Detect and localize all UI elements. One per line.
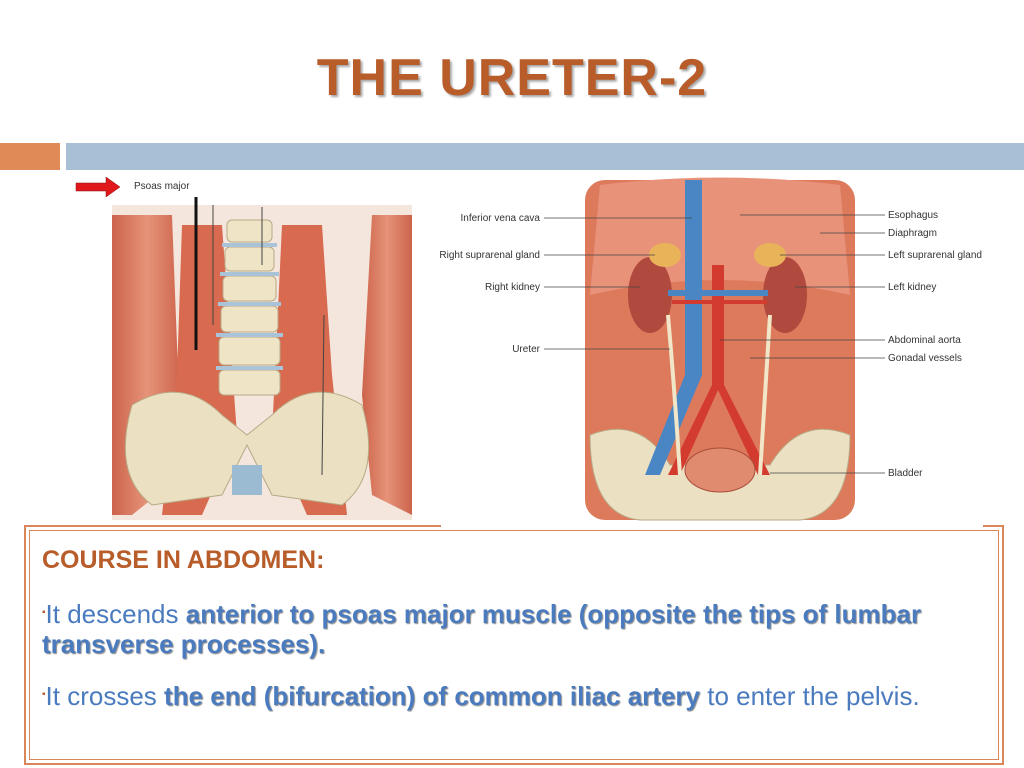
left-suprarenal-label: Left suprarenal gland [888,250,982,261]
bullet1-emphasis: anterior to psoas major muscle (opposite… [42,599,922,660]
bladder-label: Bladder [888,468,923,479]
bullet-crosses: ▪It crosses the end (bifurcation) of com… [42,682,992,712]
diaphragm-label: Diaphragm [888,228,937,239]
psoas-figure: Psoas major [75,176,412,520]
accent-bar [0,143,60,170]
ivc-label: Inferior vena cava [461,213,541,224]
bullet1-plain: It descends [45,599,186,629]
ureter-figure: Inferior vena cava Right suprarenal glan… [440,177,982,521]
gonadal-vessels-label: Gonadal vessels [888,353,962,364]
content-box-inner-frame [29,530,999,760]
frame-gap [441,524,983,530]
bullet-descends: ▪It descends anterior to psoas major mus… [42,600,992,658]
left-kidney-label: Left kidney [888,282,936,293]
right-kidney-label: Right kidney [485,282,540,293]
ureter-label: Ureter [512,344,540,355]
slide-title: THE URETER-2 [316,49,708,107]
bullet-marker: ▪ [42,607,46,619]
section-heading: COURSE IN ABDOMEN: [42,546,325,574]
content-box [24,525,1004,765]
bullet2-tail: to enter the pelvis. [700,681,920,711]
abdominal-aorta-label: Abdominal aorta [888,335,961,346]
bullet2-emphasis: the end (bifurcation) of common iliac ar… [164,681,700,711]
bullet-marker: ▪ [42,689,46,701]
right-suprarenal-label: Right suprarenal gland [440,250,540,261]
psoas-major-label: Psoas major [134,181,190,192]
esophagus-label: Esophagus [888,210,938,221]
header-bar [66,143,1024,170]
bullet2-plain: It crosses [45,681,165,711]
